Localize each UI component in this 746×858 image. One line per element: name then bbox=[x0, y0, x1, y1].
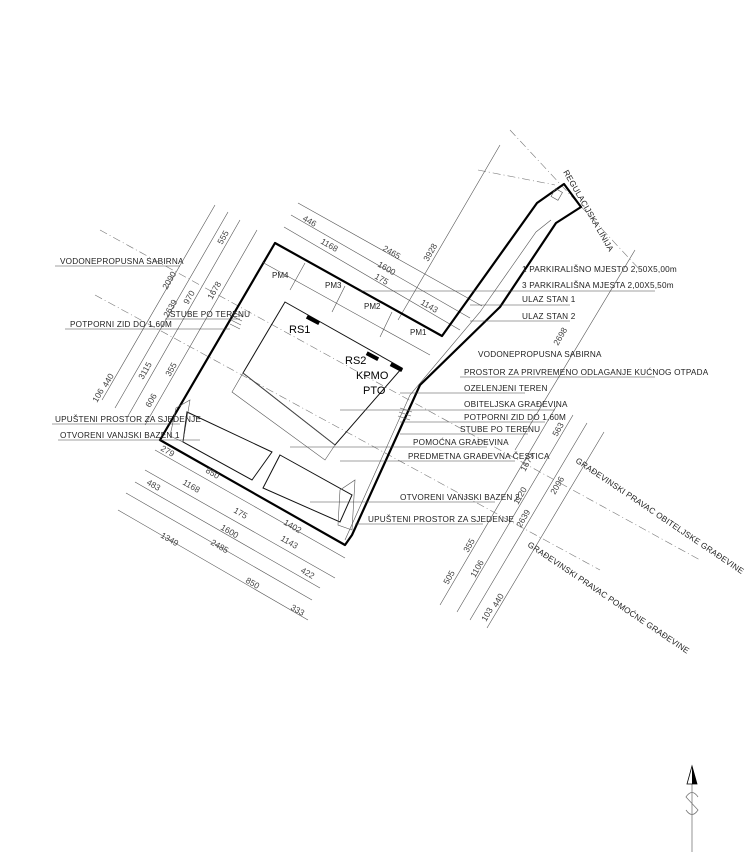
label-stube-po-terenu-left: STUBE PO TERENU bbox=[170, 310, 250, 319]
label-ulaz-stan-2: ULAZ STAN 2 bbox=[522, 312, 576, 321]
pool-2 bbox=[262, 454, 353, 523]
dimension-lines-right bbox=[439, 404, 605, 629]
terrace bbox=[231, 372, 336, 461]
dim-text: 333 bbox=[289, 602, 307, 618]
label-ulaz-stan-1: ULAZ STAN 1 bbox=[522, 295, 576, 304]
label-parking-1: 1 PARKIRALIŠNO MJESTO 2,50X5,00m bbox=[522, 264, 677, 274]
label-otvoreni-bazen-1: OTVORENI VANJSKI BAZEN 1 bbox=[60, 431, 180, 440]
label-regulacijska-linija: REGULACIJSKA LINIJA bbox=[561, 169, 615, 254]
dim-text: 2485 bbox=[209, 537, 231, 555]
stairs-left bbox=[229, 311, 244, 330]
dim-text: 563 bbox=[550, 420, 566, 438]
label-vodonepropusna-sabirna-right: VODONEPROPUSNA SABIRNA bbox=[478, 350, 602, 359]
label-stube-po-terenu-right: STUBE PO TERENU bbox=[460, 425, 540, 434]
dim-text: 850 bbox=[204, 465, 222, 481]
dim-text: 1349 bbox=[159, 530, 181, 548]
dim-text: 970 bbox=[181, 288, 197, 306]
dim-text: 1120 bbox=[511, 485, 529, 506]
label-potporni-zid-right: POTPORNI ZID DO 1,60M bbox=[464, 413, 566, 422]
access-road-edge bbox=[344, 219, 552, 541]
dim-text: 106 bbox=[90, 386, 106, 404]
dim-text: 2465 bbox=[381, 243, 403, 261]
rs2-marker bbox=[365, 351, 380, 362]
label-obiteljska-gradevina: OBITELJSKA GRAĐEVINA bbox=[464, 400, 568, 409]
dim-text: 440 bbox=[100, 371, 116, 389]
label-upusteni-prostor-1: UPUŠTENI PROSTOR ZA SJEDENJE bbox=[55, 414, 201, 424]
room-pm1: PM1 bbox=[410, 328, 427, 337]
left-leaders bbox=[52, 265, 240, 441]
north-arrow-icon bbox=[685, 764, 699, 852]
room-kpmo: KPMO bbox=[356, 370, 389, 382]
dim-text: 355 bbox=[461, 536, 477, 554]
label-otvoreni-bazen-2: OTVORENI VANJSKI BAZEN 2 bbox=[400, 493, 520, 502]
dim-text: 3928 bbox=[421, 241, 439, 263]
label-potporni-zid-left: POTPORNI ZID DO 1.60M bbox=[70, 320, 172, 329]
label-predmetna-cestica: PREDMETNA GRAĐEVNA ČESTICA bbox=[408, 451, 550, 461]
dim-text: 1600 bbox=[219, 522, 241, 540]
label-prostor-otpad: PROSTOR ZA PRIVREMENO ODLAGANJE KUĆNOG O… bbox=[464, 367, 709, 377]
dim-text: 175 bbox=[232, 505, 250, 521]
dim-text: 505 bbox=[441, 568, 457, 586]
seating-area-2 bbox=[337, 479, 356, 531]
dim-text: 1168 bbox=[319, 236, 340, 254]
label-gradevinski-pravac-pomocne: GRAĐEVINSKI PRAVAC POMOĆNE GRAĐEVINE bbox=[526, 539, 692, 655]
room-rs2: RS2 bbox=[345, 355, 366, 367]
rs1-marker bbox=[305, 314, 321, 326]
dim-text: 606 bbox=[143, 391, 159, 409]
kpmo-marker bbox=[389, 362, 404, 373]
parking-strip bbox=[261, 261, 431, 356]
dim-text: 422 bbox=[299, 565, 317, 581]
label-vodonepropusna-sabirna-left: VODONEPROPUSNA SABIRNA bbox=[60, 257, 184, 266]
label-parking-3: 3 PARKIRALIŠNA MJESTA 2,00X5,50m bbox=[522, 280, 674, 290]
room-pm4: PM4 bbox=[272, 271, 289, 280]
dimension-lines-bottom bbox=[117, 449, 346, 621]
label-ozelenjeni-teren: OZELENJENI TEREN bbox=[464, 384, 548, 393]
dim-text: 3115 bbox=[136, 360, 154, 381]
label-pomocna-gradevina: POMOĆNA GRAĐEVINA bbox=[413, 437, 509, 447]
dim-text: 555 bbox=[215, 228, 231, 246]
dim-text: 440 bbox=[490, 591, 506, 609]
dim-text: 103 bbox=[479, 605, 495, 623]
dimension-texts-bottom: 279 850 483 1168 175 1600 2485 1349 1402… bbox=[145, 443, 317, 618]
dim-text: 1678 bbox=[205, 279, 223, 301]
pool-1 bbox=[182, 411, 273, 481]
dim-text: 483 bbox=[145, 477, 163, 493]
room-pm2: PM2 bbox=[364, 302, 381, 311]
dimension-lines-left bbox=[101, 204, 258, 426]
dim-text: 355 bbox=[163, 360, 179, 378]
building-lines bbox=[94, 129, 701, 571]
right-leaders bbox=[290, 290, 655, 525]
dim-text: 1143 bbox=[279, 533, 300, 551]
label-gradevinski-pravac-obiteljske: GRAĐEVINSKI PRAVAC OBITELJSKE GRAĐEVINE bbox=[574, 456, 746, 576]
label-upusteni-prostor-2: UPUŠTENI PROSTOR ZA SJEDENJE bbox=[368, 514, 514, 524]
dim-text: 279 bbox=[159, 443, 177, 459]
seating-area-1 bbox=[169, 399, 191, 443]
dimension-lines-top bbox=[283, 144, 636, 451]
dim-text: 1106 bbox=[468, 558, 486, 579]
room-pto: PTO bbox=[363, 385, 386, 397]
dim-text: 850 bbox=[244, 575, 262, 591]
dim-text: 446 bbox=[301, 213, 319, 229]
regulation-marker bbox=[550, 188, 563, 201]
dim-text: 2698 bbox=[551, 325, 569, 347]
room-pm3: PM3 bbox=[325, 281, 342, 290]
plot-boundary bbox=[158, 182, 583, 547]
room-rs1: RS1 bbox=[289, 324, 310, 336]
